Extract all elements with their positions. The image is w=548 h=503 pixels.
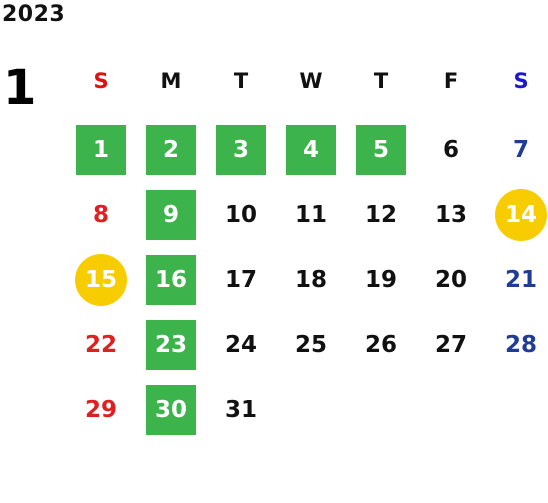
day-cell-3[interactable]: 3 xyxy=(206,125,276,175)
day-number: 12 xyxy=(364,202,397,228)
day-cell-22[interactable]: 22 xyxy=(66,320,136,370)
day-cell-11[interactable]: 11 xyxy=(276,190,346,240)
day-cell-5[interactable]: 5 xyxy=(346,125,416,175)
day-cell-21[interactable]: 21 xyxy=(486,255,548,305)
day-cell-8[interactable]: 8 xyxy=(66,190,136,240)
weekday-header-thu: T xyxy=(373,69,389,93)
day-number: 18 xyxy=(294,267,327,293)
day-number: 15 xyxy=(84,267,117,293)
day-number: 23 xyxy=(154,332,187,358)
day-number: 20 xyxy=(434,267,467,293)
day-number: 27 xyxy=(434,332,467,358)
day-number: 22 xyxy=(84,332,117,358)
day-cell-28[interactable]: 28 xyxy=(486,320,548,370)
day-number: 31 xyxy=(224,397,257,423)
day-cell-6[interactable]: 6 xyxy=(416,125,486,175)
day-cell-7[interactable]: 7 xyxy=(486,125,548,175)
day-number: 30 xyxy=(154,397,187,423)
day-cell-19[interactable]: 19 xyxy=(346,255,416,305)
day-number: 11 xyxy=(294,202,327,228)
day-number: 29 xyxy=(84,397,117,423)
day-number: 10 xyxy=(224,202,257,228)
day-number: 14 xyxy=(504,202,537,228)
day-cell-17[interactable]: 17 xyxy=(206,255,276,305)
day-number: 19 xyxy=(364,267,397,293)
day-number: 17 xyxy=(224,267,257,293)
day-cell-29[interactable]: 29 xyxy=(66,385,136,435)
day-number: 1 xyxy=(92,137,109,163)
day-cell-27[interactable]: 27 xyxy=(416,320,486,370)
day-number: 5 xyxy=(372,137,389,163)
year-label: 2023 xyxy=(2,2,66,27)
day-cell-16[interactable]: 16 xyxy=(136,255,206,305)
day-number: 3 xyxy=(232,137,249,163)
day-cell-31[interactable]: 31 xyxy=(206,385,276,435)
day-number: 26 xyxy=(364,332,397,358)
day-number: 24 xyxy=(224,332,257,358)
weekday-header-wed: W xyxy=(299,69,323,93)
weekday-header-tue: T xyxy=(233,69,249,93)
day-cell-15[interactable]: 15 xyxy=(66,254,136,306)
day-number: 8 xyxy=(92,202,109,228)
day-cell-2[interactable]: 2 xyxy=(136,125,206,175)
day-cell-24[interactable]: 24 xyxy=(206,320,276,370)
weekday-header-mon: M xyxy=(160,69,182,93)
day-number: 6 xyxy=(442,137,459,163)
day-cell-20[interactable]: 20 xyxy=(416,255,486,305)
day-cell-4[interactable]: 4 xyxy=(276,125,346,175)
day-cell-9[interactable]: 9 xyxy=(136,190,206,240)
day-number: 13 xyxy=(434,202,467,228)
day-cell-23[interactable]: 23 xyxy=(136,320,206,370)
day-number: 28 xyxy=(504,332,537,358)
weekday-header-sun: S xyxy=(93,69,109,93)
day-cell-26[interactable]: 26 xyxy=(346,320,416,370)
day-number: 25 xyxy=(294,332,327,358)
day-number: 2 xyxy=(162,137,179,163)
day-number: 4 xyxy=(302,137,319,163)
day-cell-13[interactable]: 13 xyxy=(416,190,486,240)
day-cell-30[interactable]: 30 xyxy=(136,385,206,435)
weekday-header-sat: S xyxy=(513,69,529,93)
day-cell-1[interactable]: 1 xyxy=(66,125,136,175)
day-number: 21 xyxy=(504,267,537,293)
day-number: 7 xyxy=(512,137,529,163)
weekday-header-fri: F xyxy=(443,69,459,93)
day-number: 16 xyxy=(154,267,187,293)
day-cell-14[interactable]: 14 xyxy=(486,189,548,241)
day-cell-10[interactable]: 10 xyxy=(206,190,276,240)
day-cell-12[interactable]: 12 xyxy=(346,190,416,240)
day-number: 9 xyxy=(162,202,179,228)
month-label: 1 xyxy=(3,60,37,116)
day-cell-25[interactable]: 25 xyxy=(276,320,346,370)
day-cell-18[interactable]: 18 xyxy=(276,255,346,305)
